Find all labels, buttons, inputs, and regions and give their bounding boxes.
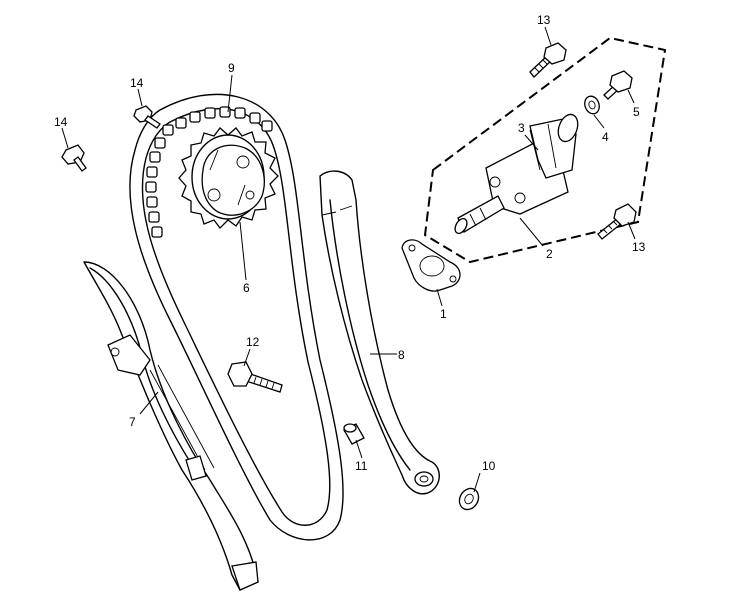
chain-links (145, 106, 273, 238)
leader-13a (544, 26, 552, 46)
callout-12: 12 (246, 335, 260, 349)
leader-6 (239, 221, 247, 281)
callout-6: 6 (243, 281, 250, 295)
callout-11: 11 (355, 459, 368, 473)
leader-4 (593, 114, 605, 129)
leader-1 (436, 288, 443, 307)
washer-4 (584, 95, 600, 115)
callout-5: 5 (633, 105, 640, 119)
washer (458, 487, 480, 511)
callout-14-right: 14 (130, 76, 144, 90)
cam-sprocket (178, 127, 279, 229)
leader-3 (524, 134, 539, 151)
leader-9 (227, 74, 233, 113)
bolt-12 (227, 361, 283, 393)
leader-2 (519, 217, 544, 247)
leader-11 (355, 439, 363, 459)
callout-9: 9 (228, 61, 235, 75)
dowel-pin (343, 423, 365, 445)
callout-13-right: 13 (632, 240, 646, 254)
leader-5 (627, 89, 635, 104)
callout-2: 2 (546, 247, 553, 261)
callout-1: 1 (440, 307, 447, 321)
callout-7: 7 (129, 415, 136, 429)
callout-4: 4 (602, 130, 609, 144)
leader-14b (137, 88, 143, 107)
tensioner-gasket (401, 239, 461, 292)
leader-7 (139, 391, 159, 415)
leader-13b (627, 221, 636, 240)
cam-chain-tensioner (454, 113, 579, 235)
callout-10: 10 (482, 459, 496, 473)
bolt-5 (603, 70, 633, 100)
chain-guide-right (319, 170, 440, 495)
bolt-14-left (61, 144, 87, 172)
callout-14-left: 14 (54, 115, 68, 129)
leader-12 (243, 348, 251, 367)
callout-13-top: 13 (537, 13, 551, 27)
leader-14a (61, 127, 69, 149)
leader-10 (473, 472, 481, 493)
bolt-13-top (529, 42, 567, 78)
bolt-14-right (133, 105, 161, 129)
callout-3: 3 (518, 121, 525, 135)
callout-8: 8 (398, 348, 405, 362)
chain-guide-left (83, 261, 259, 591)
bolt-13-right (597, 203, 637, 240)
cam-chain (129, 93, 344, 541)
tensioner-assembly-boundary (423, 36, 667, 264)
